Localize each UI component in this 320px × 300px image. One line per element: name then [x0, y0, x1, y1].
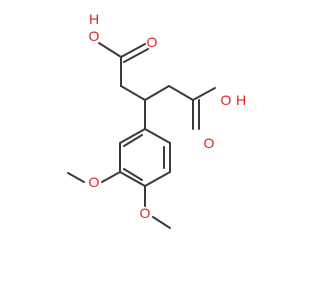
ring-bond-3 — [144, 171, 171, 187]
bond-ch2-right-to-carboxyl — [168, 85, 194, 101]
bond-carbonyl-top-a — [120, 43, 146, 58]
ring-bond-4 — [119, 171, 146, 187]
ring-double-2 — [123, 168, 143, 181]
atom-o-methoxy-3: O — [89, 174, 100, 190]
bond-oh-top — [98, 42, 122, 58]
bond-ch-to-ch2-right — [144, 85, 170, 101]
atom-o-top-hydroxyl: O — [89, 28, 100, 44]
bond-ring-to-methoxy-3-o — [101, 171, 121, 183]
bond-methoxy-4-o-to-ch3 — [152, 216, 171, 229]
bond-ch2-top-to-ch — [120, 85, 146, 101]
ring-bond-1 — [144, 128, 171, 144]
atom-h-right: H — [236, 92, 246, 108]
ring-double-3 — [123, 134, 143, 147]
chemical-structure-diagram: H O O O H O O O — [67, 11, 247, 229]
atom-label-layer: H O O O H O O O — [89, 11, 247, 221]
bond-carbonyl-top-b — [123, 48, 149, 63]
atom-o-methoxy-4: O — [140, 205, 151, 221]
atom-o-right-carbonyl: O — [204, 135, 215, 151]
ring-bond-6 — [119, 128, 146, 144]
bond-methoxy-3-o-to-ch3 — [67, 172, 85, 183]
bond-oh-right — [192, 87, 216, 101]
bond-layer — [67, 42, 216, 229]
atom-h-top: H — [89, 11, 99, 27]
atom-o-top-carbonyl: O — [147, 34, 158, 50]
atom-o-right-hydroxyl: O — [221, 92, 232, 108]
